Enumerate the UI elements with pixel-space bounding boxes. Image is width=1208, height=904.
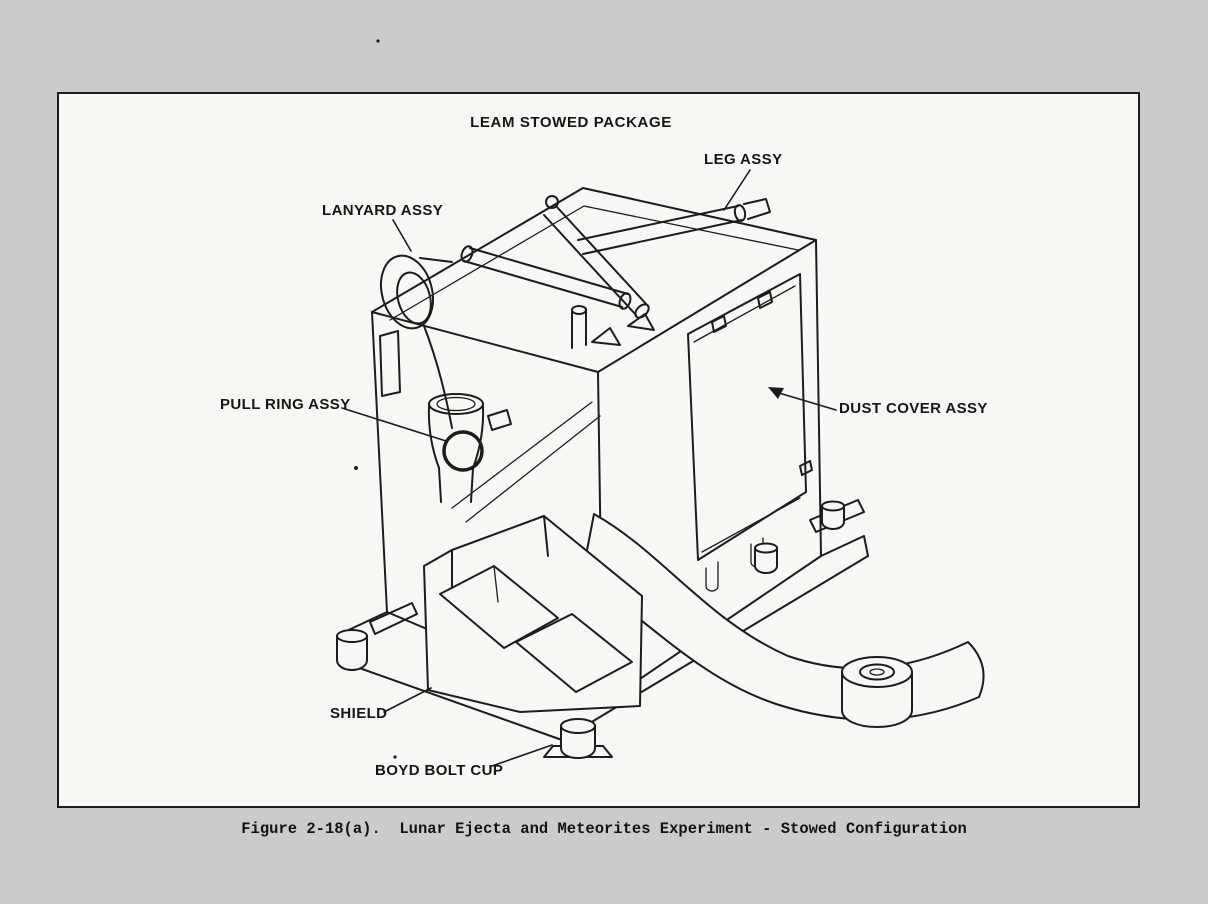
lanyard [380,254,453,429]
leader-lanyard-assy [392,219,412,252]
leader-lines [341,169,837,767]
dust-cover [687,273,813,592]
boyd-bolt-cups [336,500,845,759]
label-pull-ring-assy: PULL RING ASSY [220,396,351,413]
label-leg-assy: LEG ASSY [704,151,783,168]
leader-dust-cover-arrowhead [768,387,784,399]
label-shield: SHIELD [330,705,388,722]
leg-assembly [460,195,771,349]
scan-specks [354,39,397,759]
leader-leg-assy [723,169,751,211]
leader-pull-ring-assy [341,407,447,442]
pull-ring [427,393,512,503]
figure-title: LEAM STOWED PACKAGE [470,114,672,131]
leader-shield [383,687,432,713]
cable-reel [841,656,913,728]
figure-caption: Figure 2-18(a). Lunar Ejecta and Meteori… [241,820,967,838]
label-boyd-bolt-cup: BOYD BOLT CUP [375,762,504,779]
label-dust-cover-assy: DUST COVER ASSY [839,400,988,417]
label-lanyard-assy: LANYARD ASSY [322,202,444,219]
leader-dust-cover-assy [778,392,837,411]
leader-boyd-bolt-cup [491,744,553,767]
shield-structure [423,515,643,713]
